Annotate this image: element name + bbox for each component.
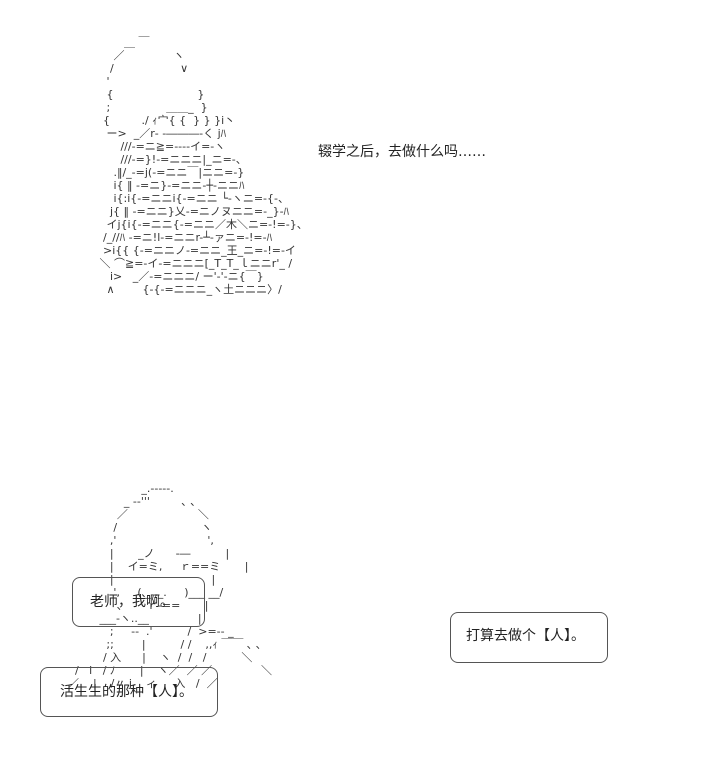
speech-bubble-plan bbox=[450, 612, 608, 663]
speech-bubble-teacher bbox=[72, 577, 205, 627]
speech-bubble-plan-text: 打算去做个【人】。 bbox=[466, 628, 585, 644]
top-character-ascii-art: ＿ ￣ ／ ヽ / ∨ ' { } ; ＿＿_ } { ./ ｨ宀{ { } }… bbox=[99, 36, 308, 296]
speech-bubble-live-text: 活生生的那种【人】。 bbox=[60, 684, 193, 700]
narration-text: 辍学之后，去做什么吗…… bbox=[318, 144, 486, 160]
speech-bubble-teacher-text: 老师，我啊。 bbox=[90, 594, 174, 610]
speech-bubble-live bbox=[40, 667, 218, 717]
